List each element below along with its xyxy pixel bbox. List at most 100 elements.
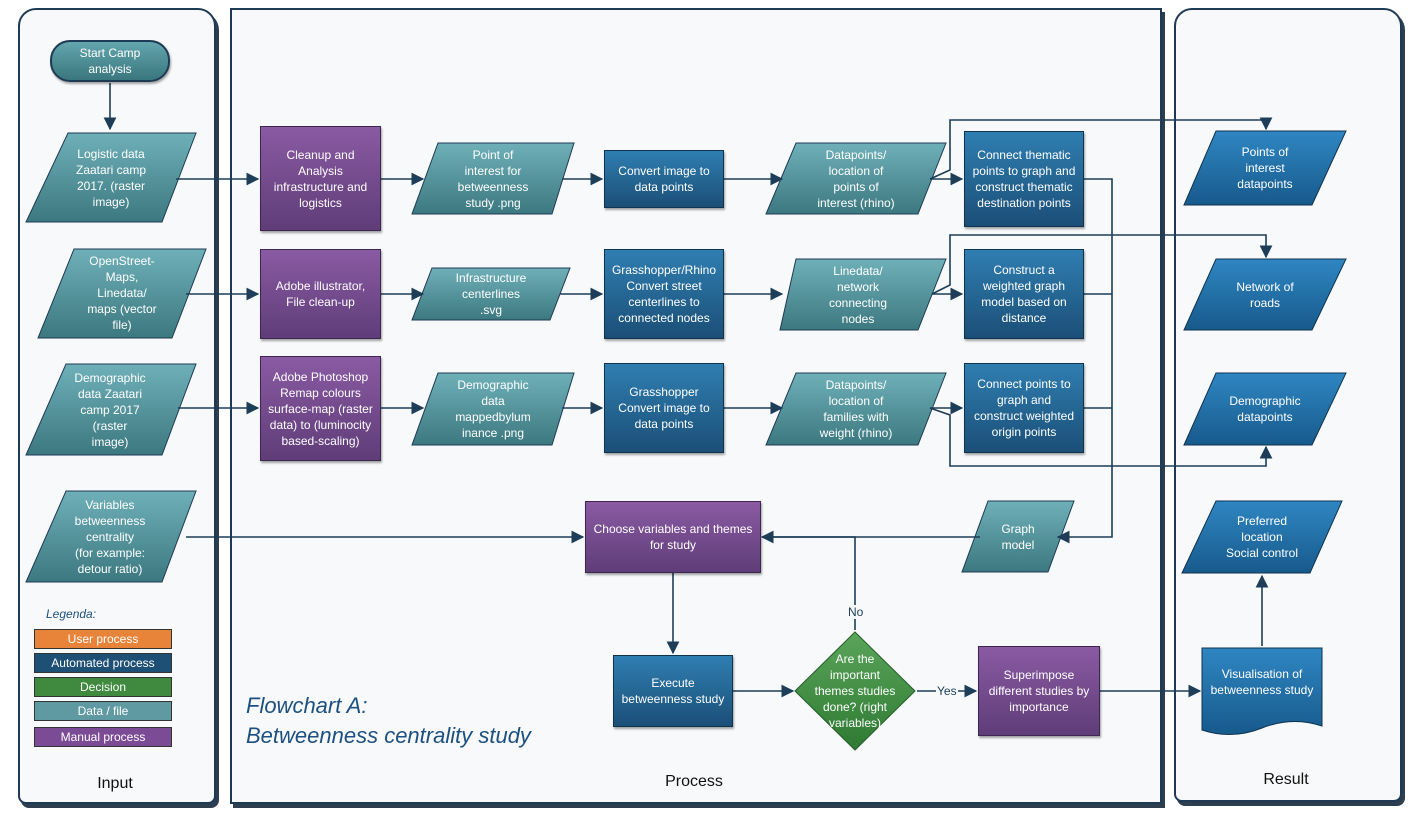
edge-linedata-result-network	[931, 234, 1273, 295]
node-line: location	[1241, 530, 1283, 544]
result-poi-node[interactable]: Points of interest datapoints	[1202, 134, 1328, 202]
infrastructure-file-shape	[411, 267, 571, 321]
node-line: data points	[634, 417, 694, 431]
node-line: Demographic	[457, 378, 529, 392]
weighted-graph-process[interactable]: Construct a weighted graph model based o…	[964, 249, 1084, 339]
node-line: Network of	[1236, 280, 1294, 294]
osm-data-node[interactable]: OpenStreet- Maps, Linedata/ maps (vector…	[60, 250, 184, 336]
node-line: Demographic	[74, 371, 146, 385]
node-line: image)	[91, 435, 129, 449]
node-line: Linedata/	[97, 286, 147, 300]
legend-label: Data / file	[77, 704, 129, 718]
linedata-shape	[779, 258, 947, 331]
demographic-file-node[interactable]: Demographic data mappedbylum inance .png	[428, 375, 558, 443]
node-line: different studies by	[988, 684, 1090, 698]
node-line: betweenness	[74, 514, 146, 528]
choose-variables-process[interactable]: Choose variables and themes for study	[585, 501, 761, 573]
result-demographic-shape	[1183, 372, 1347, 446]
input-panel-label: Input	[97, 775, 133, 792]
superimpose-process[interactable]: Superimpose different studies by importa…	[978, 646, 1100, 736]
legend-label: Decision	[79, 680, 127, 694]
node-line: Superimpose	[1003, 668, 1075, 682]
node-line: Grasshopper/Rhino	[611, 263, 717, 277]
legend-title: Legenda:	[46, 607, 97, 621]
linedata-node[interactable]: Linedata/ network connecting nodes	[794, 261, 922, 329]
node-line: Infrastructure	[455, 271, 527, 285]
adobe-illustrator-process[interactable]: Adobe illustrator, File clean-up	[260, 249, 381, 339]
connect-thematic-process[interactable]: Connect thematic points to graph and con…	[964, 131, 1084, 227]
node-line: data) to (luminocity	[269, 417, 372, 432]
edge-datapoints-result-poi	[929, 117, 1273, 180]
variables-input-node[interactable]: Variables betweenness centrality (for ex…	[48, 493, 172, 581]
node-line: Remap colours	[280, 385, 361, 400]
legend-user-process: User process	[34, 629, 172, 649]
node-line: model based on	[981, 295, 1067, 309]
node-line: betweenness study	[1210, 683, 1314, 697]
result-demographic-node[interactable]: Demographic datapoints	[1202, 375, 1328, 443]
infrastructure-file-node[interactable]: Infrastructure centerlines .svg	[424, 268, 558, 320]
convert-image-process[interactable]: Convert image to data points	[604, 150, 724, 208]
decision-node[interactable]: Are the important themes studies done? (…	[800, 648, 910, 734]
datapoints-poi-node[interactable]: Datapoints/ location of points of intere…	[788, 145, 924, 213]
node-line: location of	[828, 164, 884, 178]
node-line: Convert image to	[618, 401, 710, 415]
variables-input-shape	[25, 490, 197, 583]
node-line: Convert street	[626, 279, 702, 293]
node-line: data points	[634, 180, 694, 194]
demographic-input-node[interactable]: Demographic data Zaatari camp 2017 (rast…	[48, 366, 172, 454]
node-line: betweenness	[457, 180, 529, 194]
node-line: network	[836, 280, 879, 294]
logistic-data-node[interactable]: Logistic data Zaatari camp 2017. (raster…	[50, 135, 172, 220]
demographic-file-shape	[411, 372, 575, 446]
node-line: Are the	[835, 652, 875, 666]
adobe-photoshop-process[interactable]: Adobe Photoshop Remap colours surface-ma…	[260, 356, 381, 461]
graph-model-shape	[961, 500, 1075, 573]
node-line: mappedbylum	[455, 410, 531, 424]
node-line: study .png	[465, 196, 521, 210]
osm-data-shape	[37, 248, 207, 339]
datapoints-families-node[interactable]: Datapoints/ location of families with we…	[788, 375, 924, 443]
flowchart-title-line2: Betweenness centrality study	[246, 723, 531, 748]
node-line: data Zaatari	[77, 387, 143, 401]
grasshopper-convert-process[interactable]: Grasshopper Convert image to data points	[604, 363, 724, 453]
poi-file-node[interactable]: Point of interest for betweenness study …	[428, 145, 558, 213]
node-line: Construct a	[993, 263, 1055, 277]
execute-study-process[interactable]: Execute betweenness study	[613, 655, 733, 727]
node-line: image)	[92, 194, 130, 209]
node-line: based-scaling)	[281, 433, 360, 448]
node-line: variables)	[828, 716, 882, 730]
demographic-input-shape	[25, 363, 197, 456]
node-line: model	[1001, 538, 1035, 552]
graph-model-node[interactable]: Graph model	[978, 505, 1058, 569]
node-line: points of	[833, 180, 879, 194]
node-line: OpenStreet-	[89, 254, 155, 268]
grasshopper-rhino-process[interactable]: Grasshopper/Rhino Convert street centerl…	[604, 249, 724, 339]
node-line: destination points	[977, 196, 1071, 210]
edge-families-result-demo	[929, 407, 1273, 467]
visualisation-node[interactable]: Visualisation of betweenness study	[1202, 650, 1322, 714]
node-line: Cleanup and	[286, 147, 355, 162]
node-line: Adobe Photoshop	[272, 369, 369, 384]
datapoints-families-shape	[765, 372, 947, 446]
edge-label-yes: Yes	[936, 684, 958, 698]
node-line: Variables	[85, 498, 135, 512]
legend-label: Automated process	[51, 656, 155, 670]
node-line: Datapoints/	[825, 148, 887, 162]
node-line: importance	[1009, 700, 1069, 714]
cleanup-analysis-process[interactable]: Cleanup and Analysis infrastructure and …	[260, 126, 381, 231]
node-line: nodes	[841, 312, 875, 326]
node-line: interest for	[464, 164, 522, 178]
start-text: Start Camp analysis	[79, 46, 141, 76]
node-line: centrality	[85, 530, 135, 544]
node-line: Visualisation of	[1221, 667, 1303, 681]
node-line: families with	[823, 410, 889, 424]
node-line: datapoints	[1237, 410, 1293, 424]
connect-points-process[interactable]: Connect points to graph and construct we…	[964, 363, 1084, 453]
result-network-node[interactable]: Network of roads	[1202, 261, 1328, 329]
node-line: Convert image to	[618, 164, 710, 178]
result-preferred-node[interactable]: Preferred location Social control	[1198, 503, 1326, 571]
node-line: (for example:	[74, 546, 146, 560]
edge-thematic-graph	[1056, 178, 1113, 544]
start-camp-analysis[interactable]: Start Camp analysis	[50, 40, 170, 82]
result-network-shape	[1183, 258, 1347, 331]
